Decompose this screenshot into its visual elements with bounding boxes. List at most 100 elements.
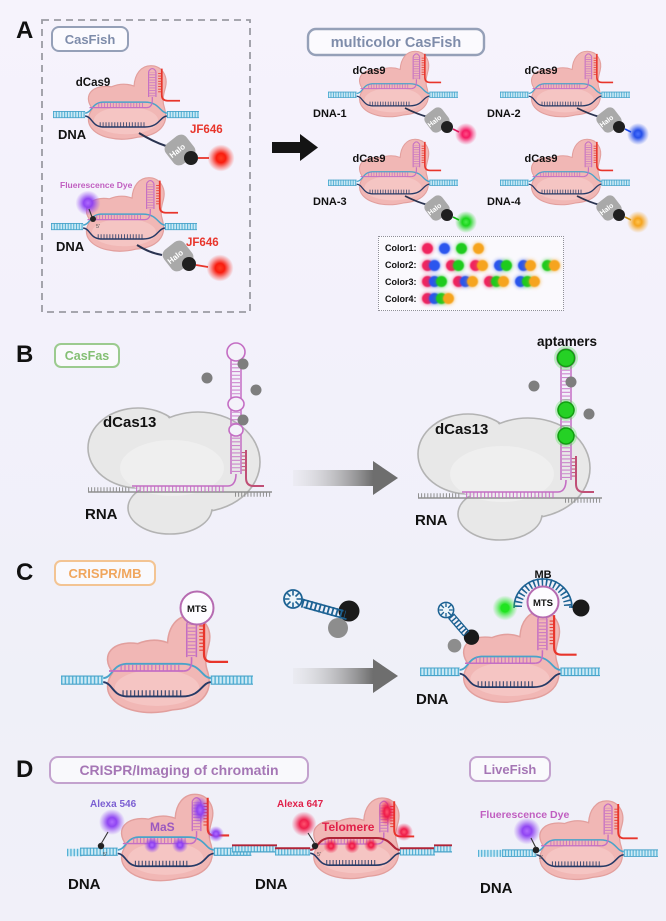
casfish-dashed-box <box>41 19 251 313</box>
fluorescent-dye-glow-a <box>75 190 101 216</box>
dye-dot-pink <box>484 276 495 288</box>
fluorescence-dye-label-d: Fluerescence Dye <box>480 809 569 821</box>
cas9-complex-dna2 <box>500 51 630 116</box>
dye-dot-blue <box>518 259 529 271</box>
dna-label-c: DNA <box>416 691 449 708</box>
color-combo <box>422 259 440 271</box>
jf646-dye-glow-a-top <box>207 144 235 172</box>
dye-dot-blue <box>429 293 440 305</box>
mb-label: MB <box>534 569 551 581</box>
dcas9-label-dna1: dCas9 <box>352 65 385 77</box>
halo-ligand-dot-a-bottom <box>182 257 196 271</box>
chromatin-label: CRISPR/Imaging of chromatin <box>79 762 278 778</box>
mts-label-left: MTS <box>187 604 207 615</box>
dye-dot-pink <box>470 259 481 271</box>
cas9-complex-dna1 <box>328 51 458 116</box>
dye-dot-green <box>542 259 553 271</box>
dcas9-label-dna2: dCas9 <box>524 65 557 77</box>
five-prime-label-a: 5' <box>96 224 100 230</box>
fluorescence-dye-label-a: Fluerescence Dye <box>60 180 133 190</box>
five-prime-dot-a <box>90 216 96 222</box>
molecular-beacon-free-small <box>437 601 480 653</box>
alexa546-label: Alexa 546 <box>90 799 137 810</box>
halo-linker-a-bottom <box>136 244 163 256</box>
dye-glow-dna1 <box>455 123 477 145</box>
panel-a-letter: A <box>16 17 33 44</box>
halo-ligand-dot-dna1 <box>441 121 453 133</box>
color-combo <box>446 259 464 271</box>
color-combo <box>439 242 450 254</box>
dye-dot-green <box>436 276 447 288</box>
aptamers-label: aptamers <box>537 334 597 349</box>
cas9-complex-c-left <box>61 616 253 713</box>
dna-label-d-livefish: DNA <box>480 880 513 897</box>
color-combo <box>515 276 540 288</box>
jf646-label-a-top: JF646 <box>190 124 223 136</box>
telomere-dye-glows <box>291 798 413 854</box>
dye-glow-dna2 <box>627 123 649 145</box>
five-prime-label-d-livefish: 5' <box>539 855 543 861</box>
molecular-beacon-free <box>283 589 360 638</box>
color-combo <box>494 259 512 271</box>
target-label-dna1: DNA-1 <box>313 108 347 120</box>
dcas9-label-a-top: dCas9 <box>76 77 111 89</box>
dye-dot-pink <box>453 276 464 288</box>
dye-dot-orange <box>477 259 488 271</box>
dye-dot-orange <box>525 259 536 271</box>
multicolor-casfish-label: multicolor CasFish <box>331 35 462 51</box>
legend-row: Color3: <box>385 274 557 289</box>
dye-dot-blue <box>429 259 440 271</box>
color-combo <box>453 276 478 288</box>
legend-row-label: Color2: <box>385 260 417 271</box>
dye-dot-blue <box>494 259 505 271</box>
casfas-label: CasFas <box>65 349 110 363</box>
five-prime-dot-d-livefish <box>532 846 540 854</box>
color-combo <box>422 242 433 254</box>
rna-label-left: RNA <box>85 506 118 523</box>
aptamer-dye-circles <box>554 346 578 447</box>
telomere-label: Telomere <box>322 820 375 834</box>
dye-dot-blue <box>439 242 450 254</box>
mb-quencher-dot <box>572 599 590 617</box>
dna-ext-d-telomere-left <box>232 844 277 853</box>
color-combo <box>484 276 509 288</box>
arrow-c <box>293 659 398 693</box>
rna-label-right: RNA <box>415 512 448 529</box>
dye-glow-dna4 <box>627 211 649 233</box>
dye-dot-green <box>501 259 512 271</box>
legend-row-label: Color1: <box>385 243 417 254</box>
dna-label-d-mas: DNA <box>68 876 101 893</box>
panel-b-letter: B <box>16 341 33 368</box>
dye-dot-blue <box>515 276 526 288</box>
dcas13-label-right: dCas13 <box>435 421 488 438</box>
dye-dot-green <box>522 276 533 288</box>
dye-link-a-bottom <box>195 264 209 268</box>
quenched-dye-dots-b-left <box>201 358 262 426</box>
dcas13-label-left: dCas13 <box>103 414 156 431</box>
dna-ext-d-telomere-right <box>434 844 452 853</box>
color-combo <box>422 276 447 288</box>
dye-dot-blue <box>429 276 440 288</box>
halo-ligand-dot-dna3 <box>441 209 453 221</box>
target-label-dna3: DNA-3 <box>313 196 347 208</box>
crispr-mb-pill: CRISPR/MB <box>54 560 156 586</box>
dye-dot-green <box>436 293 447 305</box>
color-combo <box>456 242 467 254</box>
halo-linker-a-top <box>138 132 167 147</box>
mas-dye-glows <box>99 796 224 853</box>
dcas9-label-dna3: dCas9 <box>352 153 385 165</box>
quenched-dye-dots-b-right <box>528 376 595 420</box>
legend-row-label: Color4: <box>385 293 417 304</box>
cas9-complex-dna4 <box>500 139 630 204</box>
dye-dot-orange <box>529 276 540 288</box>
livefish-label: LiveFish <box>484 762 537 777</box>
casfish-pill: CasFish <box>51 26 129 52</box>
five-prime-dot-d-mas <box>97 842 105 850</box>
dye-dot-orange <box>473 242 484 254</box>
dye-dot-orange <box>467 276 478 288</box>
cas9-complex-dna3 <box>328 139 458 204</box>
dye-dot-blue <box>460 276 471 288</box>
cas9-complex-c-right <box>420 612 600 703</box>
dye-dot-orange <box>498 276 509 288</box>
